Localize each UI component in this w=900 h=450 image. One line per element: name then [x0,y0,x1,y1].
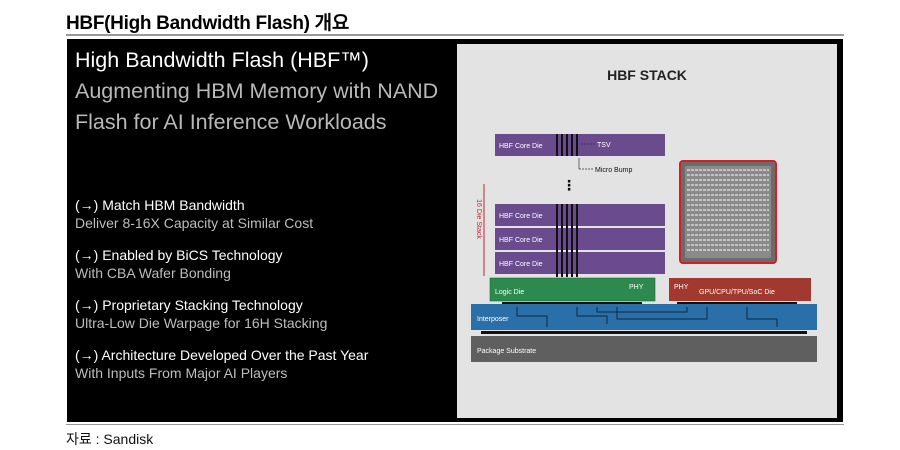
processor-die-label: GPU/CPU/TPU/SoC Die [699,289,775,296]
bullet-item: (→) Enabled by BiCS Technology With CBA … [75,246,445,282]
bullet-list: (→) Match HBM Bandwidth Deliver 8-16X Ca… [75,196,445,396]
bullet-heading: (→) Match HBM Bandwidth [75,197,245,213]
core-die-label: HBF Core Die [499,143,543,150]
source-divider [66,424,844,425]
bullet-item: (→) Match HBM Bandwidth Deliver 8-16X Ca… [75,196,445,232]
heading-divider [66,34,844,36]
slide-image: High Bandwidth Flash (HBF™) Augmenting H… [67,39,843,422]
core-die [495,204,665,226]
core-die [495,228,665,250]
tsv-column-stack [556,204,578,277]
logic-die-label: Logic Die [495,289,524,296]
micro-bump-row [502,302,797,304]
diagram-title: HBF STACK [607,67,687,83]
bullet-item: (→) Architecture Developed Over the Past… [75,346,445,382]
closeup-layers [687,169,769,251]
core-die [495,252,665,274]
source-note: 자료 : Sandisk [66,431,154,447]
ellipsis-dots: ⋮ [562,177,576,193]
bullet-item: (→) Proprietary Stacking Technology Ultr… [75,296,445,332]
bullet-detail: Ultra-Low Die Warpage for 16H Stacking [75,315,328,331]
bullet-detail: With CBA Wafer Bonding [75,265,231,281]
core-die-label: HBF Core Die [499,213,543,220]
package-substrate [471,336,817,362]
package-substrate-label: Package Substrate [477,348,536,355]
core-die-label: HBF Core Die [499,261,543,268]
stack-label: 16 Die Stack [475,199,482,239]
bullet-detail: Deliver 8-16X Capacity at Similar Cost [75,215,314,231]
interposer-traces [516,307,778,327]
micro-bump-label: Micro Bump [595,167,632,174]
core-die-top [495,134,665,156]
bullet-heading: (→) Architecture Developed Over the Past… [75,347,369,363]
hbf-stack-svg: HBF STACK 16 Die Stack HBF Core Die TSV … [471,67,817,362]
logic-die [489,277,656,302]
tsv-label: TSV [597,142,611,149]
hbf-stack-diagram: HBF STACK 16 Die Stack HBF Core Die TSV … [457,44,837,418]
tsv-column-top [556,134,578,156]
processor-die [669,278,811,301]
bullet-detail: With Inputs From Major AI Players [75,365,288,381]
bullet-heading: (→) Proprietary Stacking Technology [75,297,303,313]
slide-subtitle: Augmenting HBM Memory with NAND Flash fo… [75,79,439,134]
interposer [471,304,817,330]
page-heading: HBF(High Bandwidth Flash) 개요 [66,13,350,34]
slide-title: High Bandwidth Flash (HBF™) [75,48,369,72]
interposer-label: Interposer [477,316,509,323]
logic-phy-label: PHY [629,284,644,291]
c4-bump-row [481,331,807,334]
core-die-label: HBF Core Die [499,237,543,244]
bullet-heading: (→) Enabled by BiCS Technology [75,247,283,263]
processor-phy-label: PHY [674,284,689,291]
